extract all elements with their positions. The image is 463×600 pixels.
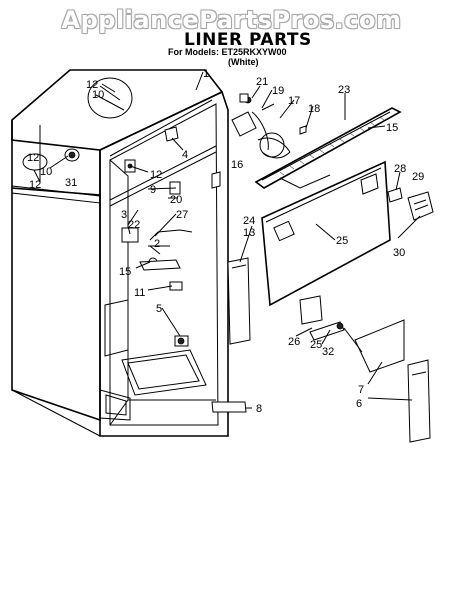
callout-31: 31 — [65, 177, 77, 189]
leader-lines — [33, 71, 421, 409]
callout-12-mid: 12 — [150, 169, 162, 181]
callout-12-top: 12 — [86, 79, 98, 91]
callout-6: 6 — [356, 398, 362, 410]
callout-25-upper: 25 — [336, 235, 348, 247]
callout-18: 18 — [308, 103, 320, 115]
fan-motor-assembly — [231, 93, 307, 159]
callout-16: 16 — [231, 159, 243, 171]
callout-15-right: 15 — [386, 122, 398, 134]
model-number: For Models: ET25RKXYW00 — [168, 47, 287, 57]
callout-1: 1 — [203, 68, 209, 80]
callout-17: 17 — [288, 95, 300, 107]
callout-25-lower: 25 — [310, 339, 322, 351]
callout-7: 7 — [358, 384, 364, 396]
air-duct — [254, 107, 402, 189]
thermostat-parts — [121, 159, 193, 347]
damper-control — [387, 187, 434, 221]
callout-28: 28 — [394, 163, 406, 175]
callout-9: 9 — [150, 184, 156, 196]
diagram-title: LINER PARTS — [184, 30, 312, 50]
callout-29: 29 — [412, 171, 424, 183]
callout-12-lower: 12 — [29, 179, 41, 191]
callout-13: 13 — [243, 227, 255, 239]
callout-19: 19 — [272, 85, 284, 97]
callout-26: 26 — [288, 336, 300, 348]
callout-15-left: 15 — [119, 266, 131, 278]
model-color: (White) — [228, 57, 259, 67]
evaporator-cover — [261, 160, 391, 325]
callout-4: 4 — [182, 149, 188, 161]
callout-32: 32 — [322, 346, 334, 358]
breaker-strips — [211, 257, 251, 413]
callout-30: 30 — [393, 247, 405, 259]
callout-8: 8 — [256, 403, 262, 415]
callout-12-left: 12 — [27, 152, 39, 164]
callout-21: 21 — [256, 76, 268, 88]
callout-10-side: 10 — [40, 166, 52, 178]
cabinet-liner-drawing — [11, 69, 229, 437]
callout-24: 24 — [243, 215, 255, 227]
callout-23: 23 — [338, 84, 350, 96]
callout-labels: 1 2 3 4 5 6 7 8 9 10 10 11 12 12 12 12 1… — [27, 68, 424, 415]
site-watermark: AppliancePartsPros.com — [61, 6, 402, 34]
callout-5: 5 — [156, 303, 162, 315]
callout-27: 27 — [176, 209, 188, 221]
callout-3: 3 — [121, 209, 127, 221]
callout-10-top: 10 — [92, 89, 104, 101]
lower-panels — [309, 319, 431, 443]
callout-20: 20 — [170, 194, 182, 206]
callout-22: 22 — [128, 219, 140, 231]
callout-11: 11 — [134, 287, 145, 299]
callout-2: 2 — [154, 238, 160, 250]
